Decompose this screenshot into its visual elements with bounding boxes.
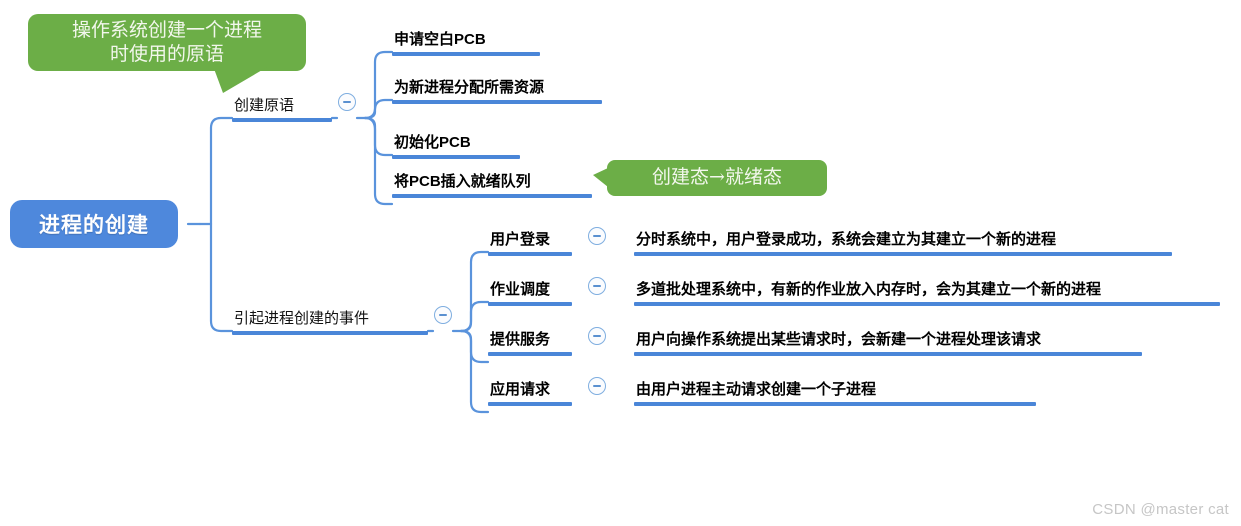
detail-node-job-scheduling[interactable]: 多道批处理系统中，有新的作业放入内存时，会为其建立一个新的进程 [634, 280, 1220, 306]
event-node-provide-service[interactable]: 提供服务 [488, 330, 572, 356]
sub-node-label: 申请空白PCB [394, 31, 486, 48]
detail-node-label: 由用户进程主动请求创建一个子进程 [636, 381, 877, 398]
branch-node-create-primitive[interactable]: 创建原语 [232, 96, 332, 122]
event-node-label: 应用请求 [490, 381, 551, 398]
detail-node-user-login[interactable]: 分时系统中，用户登录成功，系统会建立为其建立一个新的进程 [634, 230, 1172, 256]
sub-node-underline [392, 100, 602, 104]
event-node-underline [488, 252, 572, 256]
callout-line-2: 时使用的原语 [109, 42, 224, 65]
callout-text: 操作系统创建一个进程时使用的原语 [64, 19, 270, 67]
detail-node-underline [634, 352, 1142, 356]
minus-circle-icon-branch-create-primitive[interactable] [338, 93, 356, 111]
branch-label: 引起进程创建的事件 [234, 310, 370, 327]
event-node-underline [488, 402, 572, 406]
branch-node-creation-events[interactable]: 引起进程创建的事件 [232, 309, 428, 335]
minus-circle-icon-branch-creation-events[interactable] [434, 306, 452, 324]
sub-node-underline [392, 155, 520, 159]
detail-node-application-request[interactable]: 由用户进程主动请求创建一个子进程 [634, 380, 1036, 406]
sub-node-underline [392, 52, 540, 56]
sub-node-label: 将PCB插入就绪队列 [394, 173, 531, 190]
callout-tail [213, 66, 269, 93]
callout-create-primitive-note[interactable]: 操作系统创建一个进程时使用的原语 [28, 14, 306, 93]
callout-state-transition-note[interactable]: 创建态→就绪态 [593, 160, 827, 196]
detail-node-label: 用户向操作系统提出某些请求时，会新建一个进程处理该请求 [636, 331, 1042, 348]
detail-node-label: 多道批处理系统中，有新的作业放入内存时，会为其建立一个新的进程 [636, 281, 1102, 298]
event-node-user-login[interactable]: 用户登录 [488, 230, 572, 256]
callout-tail [593, 168, 608, 187]
detail-node-underline [634, 302, 1220, 306]
event-node-underline [488, 352, 572, 356]
event-node-job-scheduling[interactable]: 作业调度 [488, 280, 572, 306]
sub-node-label: 初始化PCB [394, 134, 471, 151]
minus-circle-icon-event-application-request[interactable] [588, 377, 606, 395]
event-node-underline [488, 302, 572, 306]
branch-label: 创建原语 [234, 97, 295, 114]
minus-circle-icon-event-provide-service[interactable] [588, 327, 606, 345]
minus-circle-icon-event-job-scheduling[interactable] [588, 277, 606, 295]
sub-node-init-pcb[interactable]: 初始化PCB [392, 133, 520, 159]
event-node-application-request[interactable]: 应用请求 [488, 380, 572, 406]
branch-underline [232, 118, 332, 122]
root-node-label: 进程的创建 [39, 214, 149, 237]
callout-text: 创建态→就绪态 [652, 166, 782, 189]
detail-node-label: 分时系统中，用户登录成功，系统会建立为其建立一个新的进程 [636, 231, 1057, 248]
minus-circle-icon-event-user-login[interactable] [588, 227, 606, 245]
watermark: CSDN @master cat [1092, 501, 1229, 518]
sub-node-allocate-resources[interactable]: 为新进程分配所需资源 [392, 78, 602, 104]
event-node-label: 用户登录 [490, 231, 551, 248]
branch-underline [232, 331, 428, 335]
root-node[interactable]: 进程的创建 [10, 200, 178, 248]
detail-node-underline [634, 402, 1036, 406]
detail-node-provide-service[interactable]: 用户向操作系统提出某些请求时，会新建一个进程处理该请求 [634, 330, 1142, 356]
detail-node-underline [634, 252, 1172, 256]
sub-node-label: 为新进程分配所需资源 [394, 79, 545, 96]
sub-node-insert-ready-queue[interactable]: 将PCB插入就绪队列 [392, 172, 592, 198]
event-node-label: 提供服务 [490, 331, 551, 348]
callout-line-1: 操作系统创建一个进程 [71, 18, 262, 41]
sub-node-apply-blank-pcb[interactable]: 申请空白PCB [392, 30, 540, 56]
sub-node-underline [392, 194, 592, 198]
event-node-label: 作业调度 [490, 281, 551, 298]
